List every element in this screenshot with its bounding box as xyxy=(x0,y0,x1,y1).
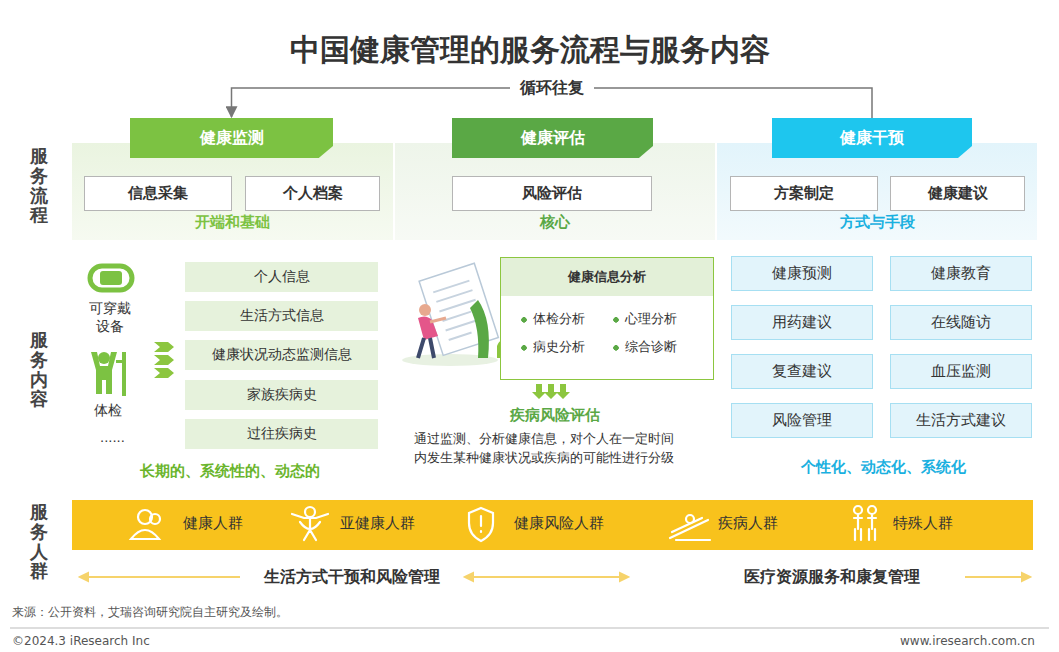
copyright: ©2024.3 iResearch Inc xyxy=(12,634,150,648)
box-text: 健康教育 xyxy=(931,264,991,283)
row-label: 服务人群 xyxy=(30,502,48,581)
row-label: 服务内容 xyxy=(30,330,48,409)
summary: 个性化、动态化、系统化 xyxy=(801,458,966,477)
measure-box: 健康预测 xyxy=(731,256,873,291)
population-name: 健康风险人群 xyxy=(514,514,604,533)
section-heading: 疾病风险评估 xyxy=(510,406,600,425)
measure-box: 生活方式建议 xyxy=(890,403,1032,438)
box-text: 个人信息 xyxy=(254,268,310,286)
measure-box: 健康教育 xyxy=(890,256,1032,291)
population-name: 疾病人群 xyxy=(718,514,778,533)
measure-box: 用药建议 xyxy=(731,305,873,340)
population-band: 健康人群 亚健康人群 健康风险人群 疾病人群 特殊人群 xyxy=(72,500,1033,550)
analysis-item: 心理分析 xyxy=(613,310,677,328)
info-box: 生活方式信息 xyxy=(185,301,378,331)
population-name: 特殊人群 xyxy=(893,514,953,533)
icon-caption: 体检 xyxy=(94,402,122,420)
summary: 长期的、系统性的、动态的 xyxy=(140,462,320,481)
icon-caption: 可穿戴 设备 xyxy=(84,300,136,336)
box-text: 过往疾病史 xyxy=(247,425,317,443)
measure-box: 在线随访 xyxy=(890,305,1032,340)
loop-label: 循环往复 xyxy=(510,78,594,99)
stage-subtitle: 核心 xyxy=(395,213,715,232)
analysis-item: 体检分析 xyxy=(521,310,585,328)
info-box: 健康状况动态监测信息 xyxy=(185,340,378,370)
box-text: 方案制定 xyxy=(731,184,877,203)
step-box: 信息采集 xyxy=(84,176,232,211)
box-text: 健康评估 xyxy=(521,128,585,149)
box-text: 个人档案 xyxy=(246,184,379,203)
analysis-illustration xyxy=(402,263,513,366)
checkup-icon xyxy=(91,352,126,396)
box-text: 信息采集 xyxy=(85,184,231,203)
box-text: 健康建议 xyxy=(891,184,1024,203)
box-text: 用药建议 xyxy=(772,313,832,332)
stage-tab: 健康监测 xyxy=(130,118,333,158)
box-text: 风险管理 xyxy=(772,411,832,430)
box-text: 风险评估 xyxy=(453,184,651,203)
step-box: 风险评估 xyxy=(452,176,652,211)
step-box: 个人档案 xyxy=(245,176,380,211)
footer-rule xyxy=(10,628,1049,629)
box-text: 复查建议 xyxy=(772,362,832,381)
description: 通过监测、分析健康信息，对个人在一定时间 内发生某种健康状况或疾病的可能性进行分… xyxy=(414,430,680,468)
website: www.iresearch.com.cn xyxy=(900,634,1035,648)
population-icons xyxy=(131,506,876,541)
box-text: 血压监测 xyxy=(931,362,991,381)
info-box: 个人信息 xyxy=(185,262,378,292)
population-name: 亚健康人群 xyxy=(340,514,415,533)
step-box: 健康建议 xyxy=(890,176,1025,211)
wearable-icon xyxy=(90,266,132,290)
stage-tab: 健康干预 xyxy=(772,118,972,158)
population-band-fill xyxy=(72,500,1033,550)
box-text: 在线随访 xyxy=(931,313,991,332)
analysis-heading: 健康信息分析 xyxy=(501,268,713,286)
stage-subtitle: 开端和基础 xyxy=(72,213,393,232)
stage-tab: 健康评估 xyxy=(452,118,653,158)
info-box: 家族疾病史 xyxy=(185,380,378,410)
stage-subtitle: 方式与手段 xyxy=(717,213,1037,232)
title: 中国健康管理的服务流程与服务内容 xyxy=(0,30,1059,71)
box-text: 健康状况动态监测信息 xyxy=(212,346,352,364)
source-note: 来源：公开资料，艾瑞咨询研究院自主研究及绘制。 xyxy=(12,604,288,621)
box-text: 家族疾病史 xyxy=(247,386,317,404)
measure-box: 风险管理 xyxy=(731,403,873,438)
box-text: 健康监测 xyxy=(200,128,264,149)
down-arrows xyxy=(532,384,570,399)
analysis-box: 健康信息分析体检分析 心理分析病史分析 综合诊断 xyxy=(500,257,714,380)
range-label: 生活方式干预和风险管理 xyxy=(264,567,440,588)
info-box: 过往疾病史 xyxy=(185,419,378,449)
flow-arrows xyxy=(154,342,174,378)
population-name: 健康人群 xyxy=(183,514,243,533)
measure-box: 血压监测 xyxy=(890,354,1032,389)
box-text: 生活方式信息 xyxy=(240,307,324,325)
row-label: 服务流程 xyxy=(30,146,48,225)
box-text: 生活方式建议 xyxy=(916,411,1006,430)
step-box: 方案制定 xyxy=(730,176,878,211)
analysis-item: 综合诊断 xyxy=(613,338,677,356)
box-text: 健康预测 xyxy=(772,264,832,283)
measure-box: 复查建议 xyxy=(731,354,873,389)
box-text: 健康干预 xyxy=(840,128,904,149)
range-label: 医疗资源服务和康复管理 xyxy=(744,567,920,588)
ellipsis: ...... xyxy=(100,430,125,445)
analysis-item: 病史分析 xyxy=(521,338,585,356)
